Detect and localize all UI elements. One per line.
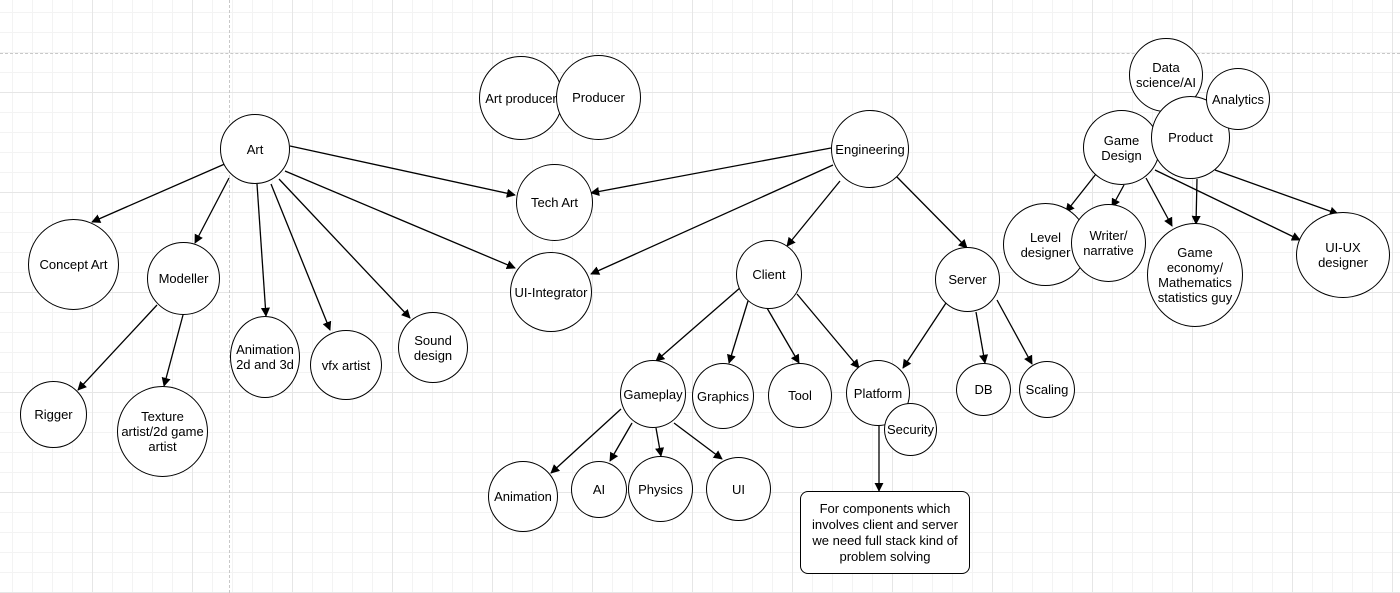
arrow-from-art <box>284 170 516 270</box>
full-stack-note: For components which involves client and… <box>800 491 970 574</box>
arrow-from-game-design <box>1154 169 1301 241</box>
arrow-group <box>77 145 1339 492</box>
node-art-producer[interactable]: Art producer <box>479 56 563 140</box>
arrow-from-server <box>996 299 1033 365</box>
arrow-from-product <box>1214 169 1339 216</box>
node-db[interactable]: DB <box>956 363 1011 416</box>
node-game-economy[interactable]: Game economy/ Mathematics statistics guy <box>1147 223 1243 327</box>
node-scaling[interactable]: Scaling <box>1019 361 1075 418</box>
node-rigger[interactable]: Rigger <box>20 381 87 448</box>
node-engineering[interactable]: Engineering <box>831 110 909 188</box>
node-vfx-artist[interactable]: vfx artist <box>310 330 382 400</box>
arrow-from-game-design <box>1111 184 1125 208</box>
node-animation[interactable]: Animation <box>488 461 558 532</box>
node-ui[interactable]: UI <box>706 457 771 521</box>
arrow-from-product <box>1191 178 1201 225</box>
node-game-design[interactable]: Game Design <box>1083 110 1160 185</box>
arrow-from-modeller <box>161 314 184 387</box>
node-art[interactable]: Art <box>220 114 290 184</box>
node-analytics[interactable]: Analytics <box>1206 68 1270 130</box>
node-concept-art[interactable]: Concept Art <box>28 219 119 310</box>
arrow-from-art <box>278 178 411 319</box>
arrow-from-client <box>796 293 860 369</box>
node-tool[interactable]: Tool <box>768 363 832 428</box>
node-physics[interactable]: Physics <box>628 456 693 522</box>
arrow-from-game-design <box>1065 173 1097 213</box>
arrow-from-art <box>289 145 516 198</box>
arrow-from-engineering <box>894 174 968 249</box>
arrow-from-client <box>655 286 742 362</box>
node-producer[interactable]: Producer <box>556 55 641 140</box>
arrow-from-art <box>256 183 270 317</box>
node-ui-integrator[interactable]: UI-Integrator <box>510 252 592 332</box>
node-writer[interactable]: Writer/ narrative <box>1071 204 1146 282</box>
node-graphics[interactable]: Graphics <box>692 363 754 429</box>
arrow-from-server <box>975 311 989 364</box>
node-ui-ux-designer[interactable]: UI-UX designer <box>1296 212 1390 298</box>
node-tech-art[interactable]: Tech Art <box>516 164 593 241</box>
arrow-from-gameplay <box>655 427 665 457</box>
node-modeller[interactable]: Modeller <box>147 242 220 315</box>
node-animation-2d-3d[interactable]: Animation 2d and 3d <box>230 316 300 398</box>
node-security[interactable]: Security <box>884 403 937 456</box>
arrow-from-engineering <box>590 164 834 275</box>
arrow-from-art <box>270 183 332 331</box>
node-sound-design[interactable]: Sound design <box>398 312 468 383</box>
node-texture-artist[interactable]: Texture artist/2d game artist <box>117 386 208 477</box>
arrow-from-gameplay <box>550 408 622 474</box>
node-gameplay[interactable]: Gameplay <box>620 360 686 428</box>
horizontal-guide-line <box>0 53 1400 54</box>
arrow-from-gameplay <box>609 422 633 462</box>
arrow-from-gameplay <box>673 422 723 460</box>
node-ai[interactable]: AI <box>571 461 627 518</box>
arrow-from-art <box>194 177 230 244</box>
node-server[interactable]: Server <box>935 247 1000 312</box>
arrow-from-game-design <box>1145 177 1173 227</box>
arrow-from-client <box>766 307 800 364</box>
arrow-from-engineering <box>590 147 832 196</box>
node-data-science[interactable]: Data science/AI <box>1129 38 1203 112</box>
arrow-from-client <box>727 300 749 364</box>
arrow-from-engineering <box>786 180 841 247</box>
arrow-from-server <box>902 302 947 369</box>
arrow-from-art <box>91 162 228 223</box>
arrow-from-modeller <box>77 304 158 391</box>
node-client[interactable]: Client <box>736 240 802 309</box>
vertical-guide-line <box>229 0 230 593</box>
